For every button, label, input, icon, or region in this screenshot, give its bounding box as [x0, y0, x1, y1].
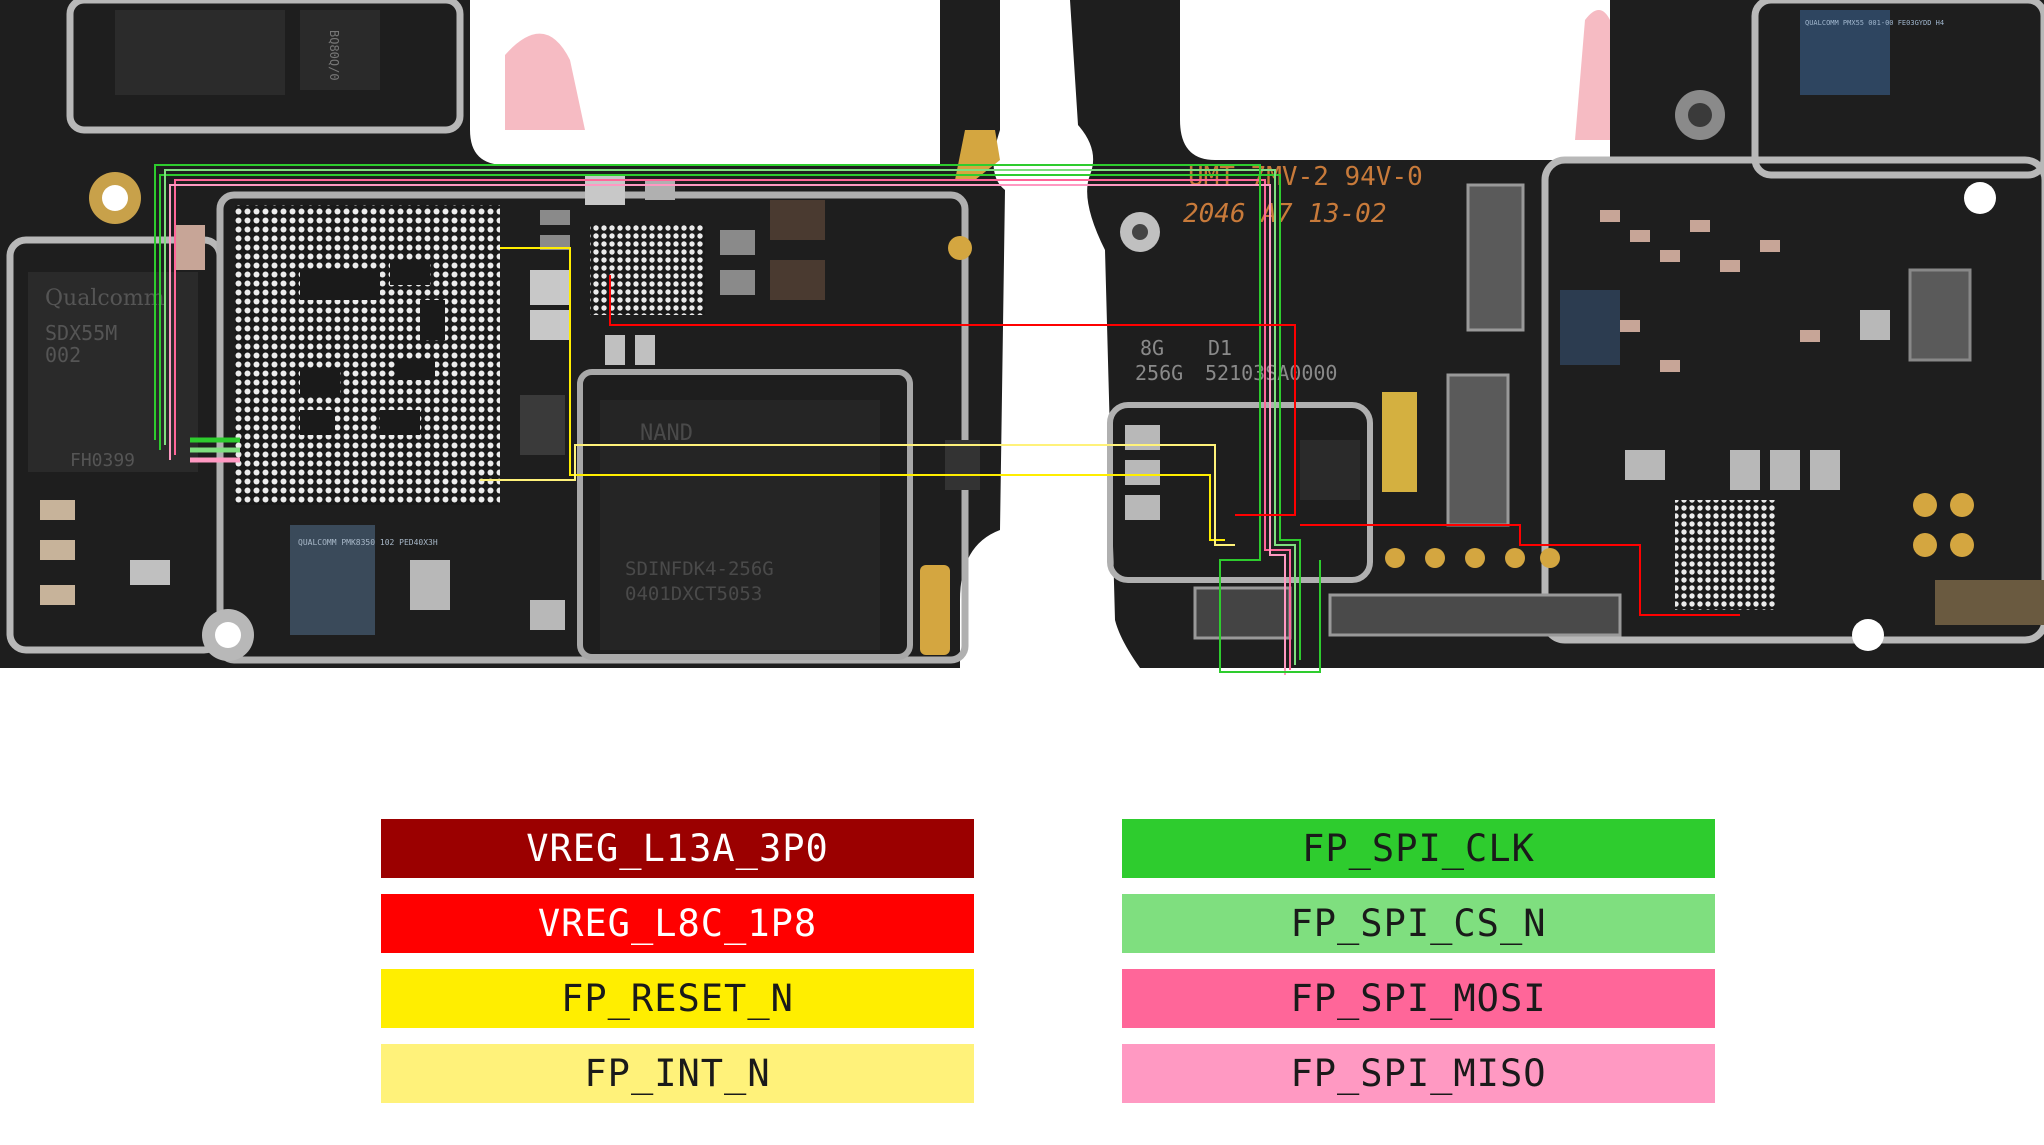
legend-item-vreg-l8c-1p8: VREG_L8C_1P8	[381, 894, 974, 953]
memory-size-label: 8G	[1140, 336, 1164, 360]
left-board: BQ80Q/0 Qualcomm SDX55M 002 FH0399 NAND …	[0, 0, 1005, 668]
legend-label: FP_SPI_MISO	[1290, 1052, 1547, 1095]
board-marking-line2: 2046 A7 13-02	[1183, 199, 1387, 229]
legend-label: FP_RESET_N	[561, 977, 794, 1020]
legend-label: FP_SPI_CLK	[1302, 827, 1535, 870]
svg-text:BQ80Q/0: BQ80Q/0	[327, 30, 341, 81]
legend-label: FP_SPI_CS_N	[1290, 902, 1547, 945]
legend-item-fp-spi-miso: FP_SPI_MISO	[1122, 1044, 1715, 1103]
fp-connector	[1193, 586, 1292, 640]
legend-item-fp-spi-cs-n: FP_SPI_CS_N	[1122, 894, 1715, 953]
nand-chip	[600, 400, 880, 650]
modem-chip-code: FH0399	[70, 450, 135, 471]
modem-chip-sub: 002	[45, 343, 81, 367]
board-connector-top	[1466, 183, 1525, 332]
legend-item-fp-reset-n: FP_RESET_N	[381, 969, 974, 1028]
pmx-chip	[1800, 10, 1890, 95]
legend-label: FP_SPI_MOSI	[1290, 977, 1547, 1020]
modem-chip-brand: Qualcomm	[45, 286, 165, 311]
nand-code: 0401DXCT5053	[625, 583, 762, 605]
pmic-label: QUALCOMM PMK8350 102 PED40X3H	[298, 538, 438, 547]
legend-item-vreg-l13a-3p0: VREG_L13A_3P0	[381, 819, 974, 878]
legend-label: FP_INT_N	[584, 1052, 771, 1095]
storage-size-label: 256G	[1135, 361, 1183, 385]
legend-item-fp-int-n: FP_INT_N	[381, 1044, 974, 1103]
right-board: UMT 7MV-2 94V-0 2046 A7 13-02 8G D1 256G…	[1070, 0, 2044, 668]
board-figure: BQ80Q/0 Qualcomm SDX55M 002 FH0399 NAND …	[0, 0, 2044, 675]
signal-traces	[154, 164, 1740, 675]
board-marking-line1: UMT 7MV-2 94V-0	[1188, 162, 1423, 192]
pmx-chip-label: QUALCOMM PMX55 001-00 FE03GYDD H4	[1805, 19, 1944, 27]
nand-label: NAND	[640, 421, 693, 446]
modem-chip-label: SDX55M	[45, 321, 117, 345]
legend-item-fp-spi-clk: FP_SPI_CLK	[1122, 819, 1715, 878]
revision-label: D1	[1208, 336, 1232, 360]
board-code-label: 52103SA0000	[1205, 361, 1337, 385]
legend-label: VREG_L13A_3P0	[526, 827, 829, 870]
board-connector-middle	[1446, 373, 1510, 527]
board-connector-bottom	[1328, 593, 1622, 637]
pmic-chip	[290, 525, 375, 635]
legend-label: VREG_L8C_1P8	[537, 902, 818, 945]
legend-item-fp-spi-mosi: FP_SPI_MOSI	[1122, 969, 1715, 1028]
nand-part: SDINFDK4-256G	[625, 558, 774, 580]
